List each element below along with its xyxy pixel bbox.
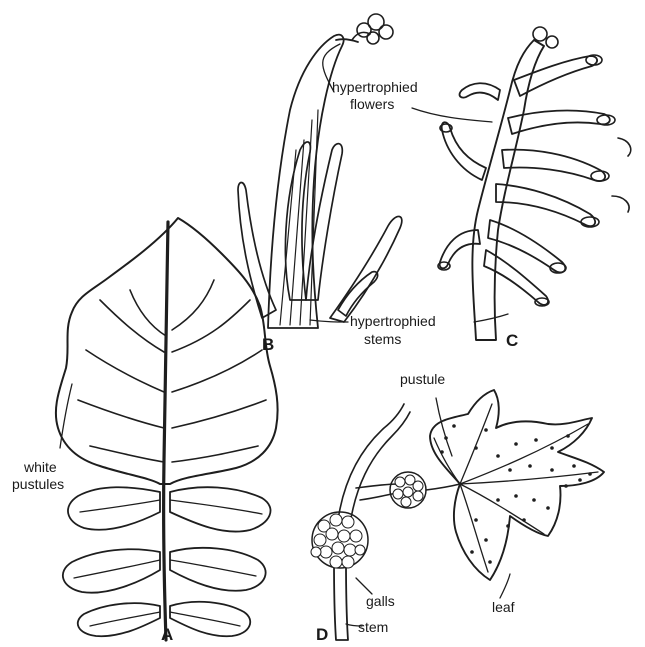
panel-a-letter: A <box>161 625 173 644</box>
hypertrophied-flowers-label: hypertrophied flowers <box>332 79 422 112</box>
pustule-label: pustule <box>400 371 445 387</box>
panel-c-branch <box>438 27 631 340</box>
panel-c-letter: C <box>506 331 518 350</box>
panel-d-galls <box>311 390 604 640</box>
stems-leader-c <box>474 314 508 322</box>
galls-label: galls <box>366 593 395 609</box>
leaf-leader <box>500 574 510 598</box>
panel-a-leaf <box>56 218 278 640</box>
hypertrophied-stems-label: hypertrophied stems <box>350 313 440 347</box>
leaf-label: leaf <box>492 599 515 615</box>
panel-b-stem <box>238 14 402 328</box>
panel-b-letter: B <box>262 335 274 354</box>
galls-leader <box>356 578 372 594</box>
panel-d-letter: D <box>316 625 328 644</box>
white-pustules-label: white pustules <box>12 459 64 492</box>
small-gall <box>390 472 426 508</box>
stem-label: stem <box>358 619 388 635</box>
flowers-leader-c <box>412 108 492 122</box>
large-gall <box>311 512 368 568</box>
